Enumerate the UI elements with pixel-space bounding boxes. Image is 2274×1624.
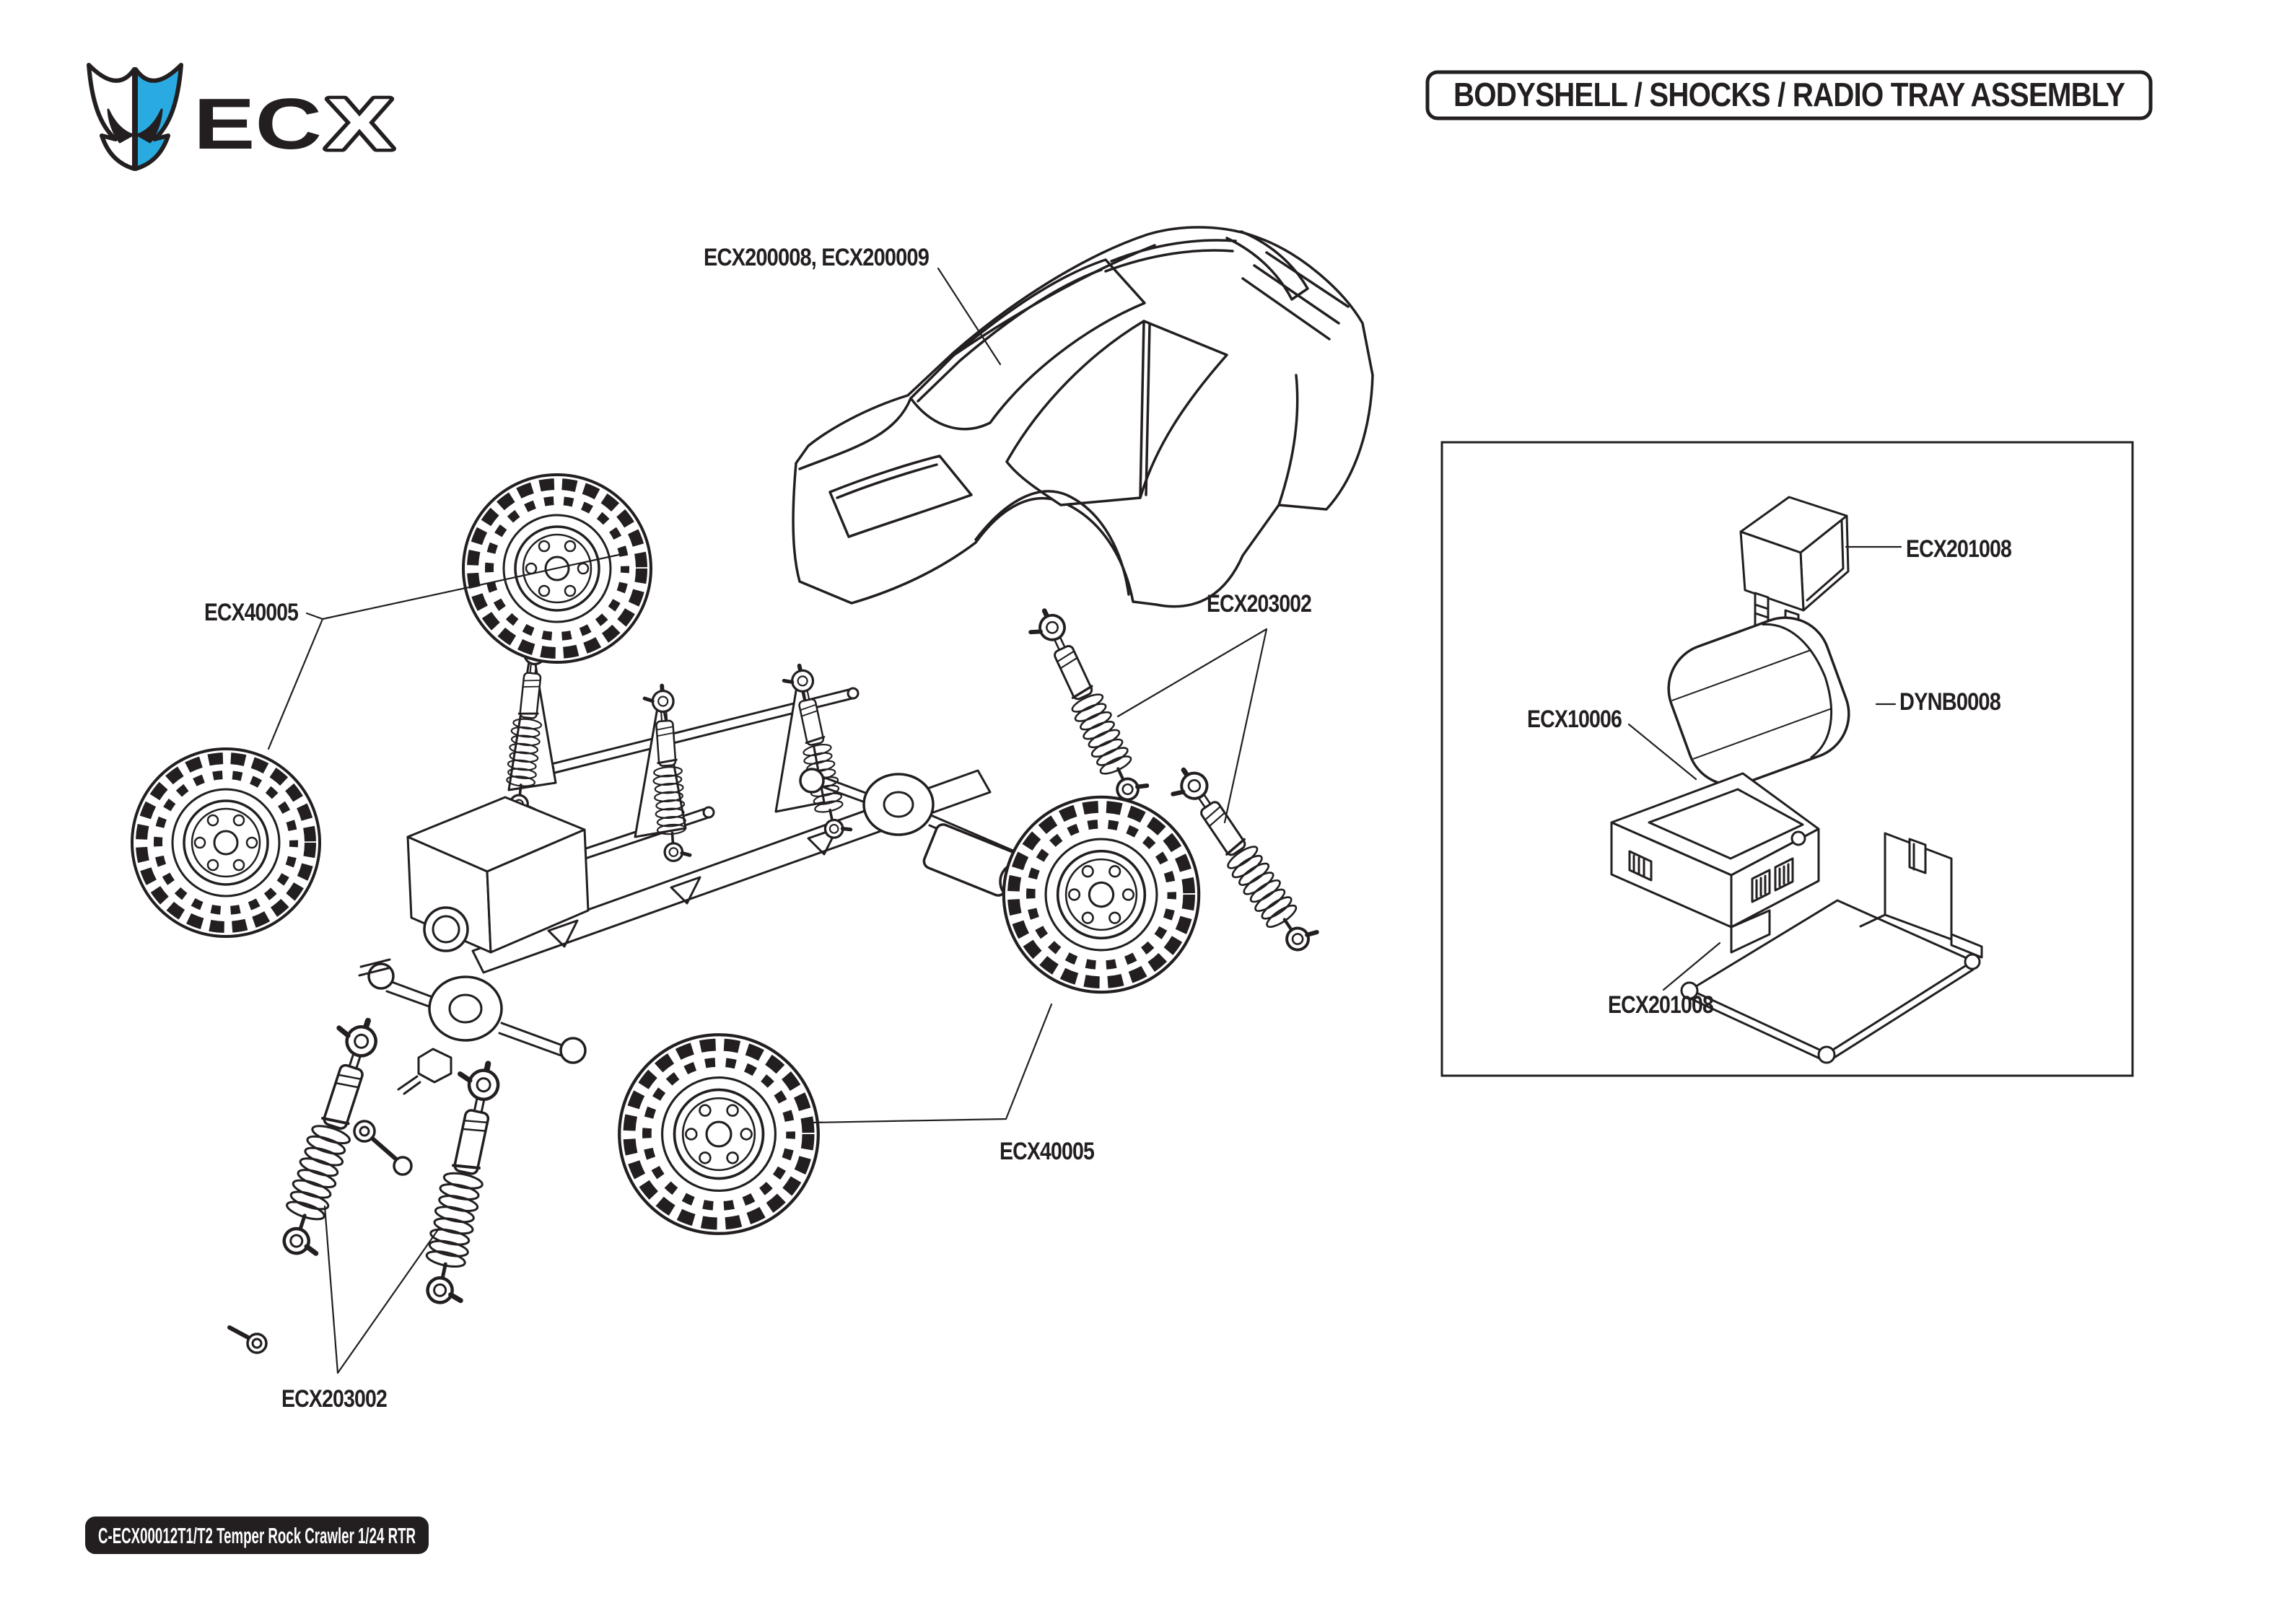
leader-lines bbox=[267, 267, 1902, 1374]
part-label-shocks-front: ECX203002 bbox=[281, 1385, 387, 1413]
bodyshell-drawing bbox=[792, 226, 1374, 608]
part-label-radio-tray: ECX201008 bbox=[1608, 991, 1713, 1019]
part-label-receiver-cover: ECX201008 bbox=[1906, 535, 2011, 563]
page-title: BODYSHELL / SHOCKS / RADIO TRAY ASSEMBLY bbox=[1453, 76, 2125, 113]
receiver-cover-drawing bbox=[1739, 496, 1850, 654]
shock-right-1 bbox=[1025, 603, 1149, 808]
ecx-logo: EC X bbox=[87, 63, 396, 171]
leader-shocks-right bbox=[1116, 628, 1268, 824]
title-box-border bbox=[1425, 70, 2153, 120]
wheel-rear-left bbox=[132, 749, 320, 936]
wheel-rear-right bbox=[619, 1035, 818, 1234]
part-label-shocks-right: ECX203002 bbox=[1207, 590, 1311, 618]
leader-radio-tray bbox=[1662, 942, 1721, 991]
ecx-logo-icon bbox=[87, 63, 183, 171]
part-label-battery: DYNB0008 bbox=[1899, 688, 2000, 716]
logo-left-accent bbox=[107, 108, 134, 144]
radio-tray-drawing bbox=[1680, 832, 1983, 1064]
radio-tray-inset bbox=[1440, 441, 2134, 1077]
battery-drawing bbox=[1667, 616, 1850, 786]
part-labels: ECX200008, ECX200009 ECX40005 ECX203002 … bbox=[204, 244, 2012, 1413]
part-label-wheel-front-left: ECX40005 bbox=[204, 599, 298, 626]
wheel-front-right bbox=[1004, 797, 1199, 992]
part-label-receiver-unit: ECX10006 bbox=[1527, 706, 1622, 733]
leader-wheel-rear bbox=[810, 1003, 1053, 1124]
logo-text-x: X bbox=[326, 84, 393, 164]
inset-border bbox=[1440, 441, 2134, 1077]
footer-text: C-ECX00012T1/T2 Temper Rock Crawler 1/24… bbox=[98, 1523, 416, 1548]
logo-text-ec: EC bbox=[193, 84, 322, 164]
receiver-unit-drawing bbox=[1610, 772, 1820, 954]
footer-plate: C-ECX00012T1/T2 Temper Rock Crawler 1/24… bbox=[85, 1517, 429, 1554]
title-box: BODYSHELL / SHOCKS / RADIO TRAY ASSEMBLY bbox=[1425, 70, 2153, 120]
part-label-wheel-rear: ECX40005 bbox=[1000, 1138, 1094, 1165]
logo-right-accent bbox=[136, 108, 163, 144]
leader-receiver-unit bbox=[1627, 723, 1697, 781]
footer-background bbox=[85, 1517, 429, 1554]
part-label-bodyshell: ECX200008, ECX200009 bbox=[704, 244, 929, 271]
chassis-drawing bbox=[227, 636, 1088, 1354]
leader-shocks-front bbox=[323, 1205, 440, 1374]
leader-bodyshell bbox=[937, 267, 1002, 366]
shock-front-2 bbox=[413, 1058, 510, 1307]
leader-wheel-front-left bbox=[267, 553, 624, 750]
